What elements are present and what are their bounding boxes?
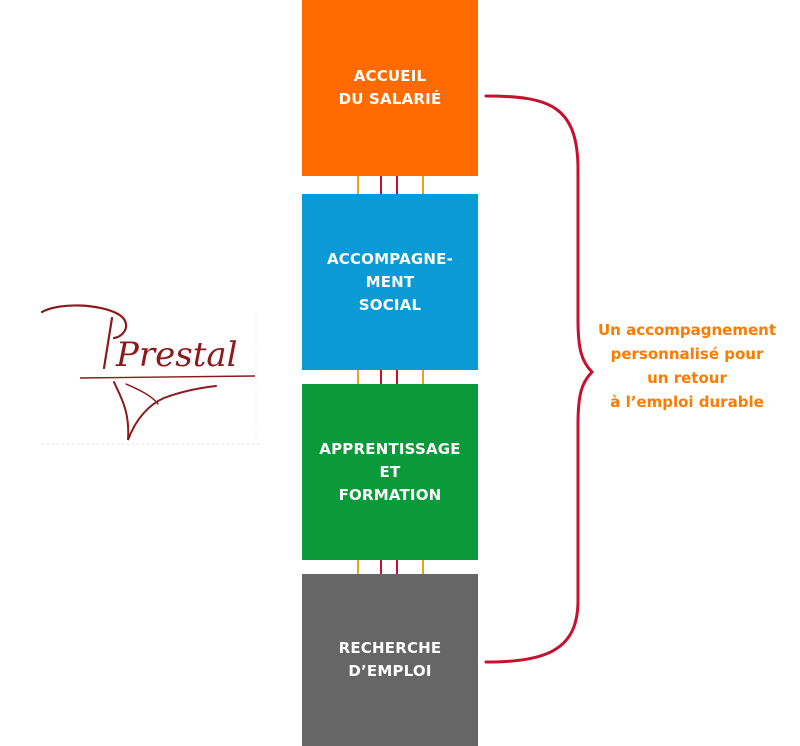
curly-brace-path xyxy=(484,94,595,664)
step-recherche-emploi: RECHERCHE D’EMPLOI xyxy=(302,574,478,746)
step-recherche-emploi-label: RECHERCHE D’EMPLOI xyxy=(338,639,442,680)
step-accompagnement-social-label: ACCOMPAGNE- MENT SOCIAL xyxy=(326,249,454,314)
prestal-logo: Prestal xyxy=(40,300,262,448)
callout-text: Un accompagnement personnalisé pour un r… xyxy=(597,321,777,411)
step-apprentissage-formation: APPRENTISSAGE ET FORMATION xyxy=(302,384,478,560)
step-accueil-label: ACCUEIL DU SALARIÉ xyxy=(338,67,442,108)
step-accompagnement-social: ACCOMPAGNE- MENT SOCIAL xyxy=(302,194,478,370)
prestal-logo-wordmark: Prestal xyxy=(115,335,238,375)
prestal-logo-icon: Prestal xyxy=(40,304,260,445)
step-accueil: ACCUEIL DU SALARIÉ xyxy=(302,0,478,176)
step-apprentissage-formation-label: APPRENTISSAGE ET FORMATION xyxy=(319,439,461,504)
